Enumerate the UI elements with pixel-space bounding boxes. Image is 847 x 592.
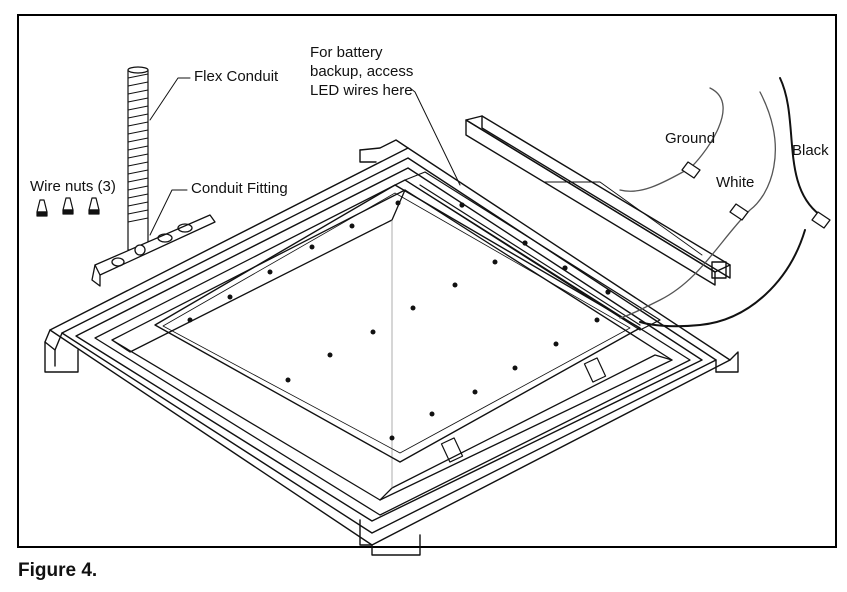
driver-cover xyxy=(465,115,731,286)
led-driver-channel xyxy=(404,171,661,331)
ceiling-grid-tbar xyxy=(44,139,739,556)
wire-white xyxy=(619,91,776,319)
label-battery-line-2: backup, access xyxy=(310,63,414,80)
label-battery-line-3: LED wires here xyxy=(310,82,413,99)
label-ground-wire: Ground xyxy=(665,130,716,147)
label-black-wire: Black xyxy=(792,142,829,159)
label-conduit-fitting: Conduit Fitting xyxy=(191,180,288,197)
label-battery-line-1: For battery xyxy=(310,44,383,61)
mounting-clip xyxy=(440,357,607,463)
wire-ground xyxy=(619,87,724,192)
conduit-fitting-plate xyxy=(91,214,216,287)
panel-fastener-dots xyxy=(187,200,600,441)
wire-black xyxy=(639,77,831,328)
label-flex-conduit: Flex Conduit xyxy=(194,68,279,85)
figure-caption: Figure 4. xyxy=(18,560,98,581)
led-panel-lens xyxy=(154,184,641,463)
label-wire-nuts: Wire nuts (3) xyxy=(30,178,116,195)
label-white-wire: White xyxy=(716,174,755,191)
wire-nut xyxy=(36,197,100,217)
figure-frame xyxy=(17,14,837,548)
leader-lines xyxy=(149,77,461,236)
flex-conduit xyxy=(127,66,149,251)
